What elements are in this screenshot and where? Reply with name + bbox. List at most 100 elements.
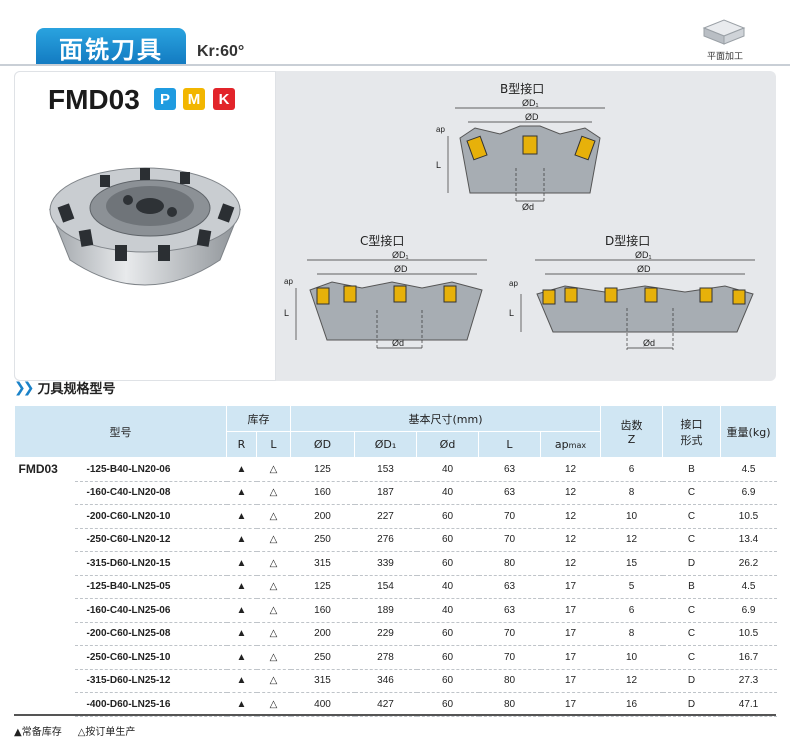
row-model-prefix xyxy=(15,575,75,599)
col-r: R xyxy=(226,431,257,458)
col-length: L xyxy=(478,431,541,458)
face-milling-icon xyxy=(702,19,746,45)
cell-iface: C xyxy=(662,481,721,505)
grade-badge-k: K xyxy=(213,88,235,110)
section-title: 刀具规格型号 xyxy=(37,382,116,397)
row-model-suffix: -125-B40-LN20-06 xyxy=(74,457,227,482)
diagram-b-l-label: L xyxy=(436,160,441,170)
cell-d: 400 xyxy=(290,692,355,717)
cell-z: 6 xyxy=(600,457,663,482)
cell-r: ▲ xyxy=(226,669,257,693)
cell-len: 80 xyxy=(478,692,541,717)
cell-bore: 60 xyxy=(416,645,479,670)
cell-z: 10 xyxy=(600,504,663,529)
cell-iface: C xyxy=(662,504,721,529)
page-title: 面铣刀具 xyxy=(36,28,186,66)
cell-iface: B xyxy=(662,575,721,599)
cell-d: 315 xyxy=(290,551,355,576)
milling-cutter-image xyxy=(48,167,242,286)
cell-d: 315 xyxy=(290,669,355,693)
cell-d: 125 xyxy=(290,575,355,599)
row-model-prefix xyxy=(15,505,75,529)
cell-ap: 12 xyxy=(540,551,601,576)
diagram-d-l-label: L xyxy=(509,308,514,318)
header-divider xyxy=(0,64,790,66)
cell-len: 63 xyxy=(478,481,541,505)
cell-ap: 17 xyxy=(540,622,601,646)
cell-z: 16 xyxy=(600,692,663,717)
cell-ap: 12 xyxy=(540,457,601,482)
cell-iface: C xyxy=(662,528,721,552)
cell-d1: 346 xyxy=(354,669,417,693)
cell-d1: 153 xyxy=(354,457,417,482)
row-model-prefix xyxy=(15,599,75,623)
cell-d: 200 xyxy=(290,504,355,529)
col-interface: 接口形式 xyxy=(662,405,722,458)
cell-len: 70 xyxy=(478,622,541,646)
row-model-suffix: -315-D60-LN25-12 xyxy=(74,669,227,693)
row-model-prefix xyxy=(15,693,75,717)
cell-len: 63 xyxy=(478,598,541,623)
col-model: 型号 xyxy=(14,405,227,458)
diagram-c-bore-label: Ød xyxy=(392,338,404,348)
cell-bore: 60 xyxy=(416,622,479,646)
section-heading: ❯❯ 刀具规格型号 xyxy=(14,378,116,398)
cell-l: △ xyxy=(256,622,291,646)
cell-len: 70 xyxy=(478,504,541,529)
diagram-b-ap-label: ap xyxy=(436,125,445,134)
col-l: L xyxy=(256,431,291,458)
col-teeth-line1: 齿数 xyxy=(620,419,643,432)
cell-r: ▲ xyxy=(226,575,257,599)
product-model: FMD03 xyxy=(48,84,140,115)
cell-z: 10 xyxy=(600,645,663,670)
diagram-d-d1-label: ØD₁ xyxy=(635,250,652,260)
cell-len: 70 xyxy=(478,645,541,670)
cell-bore: 40 xyxy=(416,598,479,623)
cell-z: 12 xyxy=(600,528,663,552)
cell-iface: D xyxy=(662,692,721,717)
diagram-c-d1-label: ØD₁ xyxy=(392,250,409,260)
cell-bore: 40 xyxy=(416,457,479,482)
col-od1: ØD₁ xyxy=(354,431,417,458)
diagram-c-ap-label: ap xyxy=(284,277,293,286)
row-model-suffix: -315-D60-LN20-15 xyxy=(74,551,227,576)
cell-len: 63 xyxy=(478,575,541,599)
cell-d1: 227 xyxy=(354,504,417,529)
diagram-c-interface: ØD₁ ØD Ød L ap xyxy=(284,250,487,350)
cell-z: 8 xyxy=(600,622,663,646)
cell-d1: 427 xyxy=(354,692,417,717)
cell-r: ▲ xyxy=(226,551,257,576)
cell-l: △ xyxy=(256,504,291,529)
cell-d: 125 xyxy=(290,457,355,482)
row-model-suffix: -125-B40-LN25-05 xyxy=(74,575,227,599)
cell-ap: 17 xyxy=(540,575,601,599)
row-model-prefix xyxy=(15,622,75,646)
cell-iface: C xyxy=(662,645,721,670)
row-model-suffix: -200-C60-LN20-10 xyxy=(74,504,227,529)
cell-r: ▲ xyxy=(226,457,257,482)
cell-w: 10.5 xyxy=(720,504,777,529)
col-weight: 重量(kg) xyxy=(720,405,778,458)
col-bore: Ød xyxy=(416,431,479,458)
cell-ap: 12 xyxy=(540,528,601,552)
cell-d1: 339 xyxy=(354,551,417,576)
col-stock: 库存 xyxy=(226,405,291,432)
cell-d: 200 xyxy=(290,622,355,646)
row-model-suffix: -160-C40-LN20-08 xyxy=(74,481,227,505)
cell-w: 26.2 xyxy=(720,551,777,576)
col-ap: apmax xyxy=(539,431,602,458)
cell-z: 12 xyxy=(600,669,663,693)
cell-r: ▲ xyxy=(226,528,257,552)
cell-d1: 278 xyxy=(354,645,417,670)
row-model-suffix: -160-C40-LN25-06 xyxy=(74,598,227,623)
grade-badge-p: P xyxy=(154,88,176,110)
legend: ▲常备库存 △按订单生产 xyxy=(14,723,135,738)
diagram-d-ap-label: ap xyxy=(509,279,518,288)
diagram-d-interface: ØD₁ ØD Ød L ap xyxy=(509,250,755,350)
cell-bore: 60 xyxy=(416,528,479,552)
